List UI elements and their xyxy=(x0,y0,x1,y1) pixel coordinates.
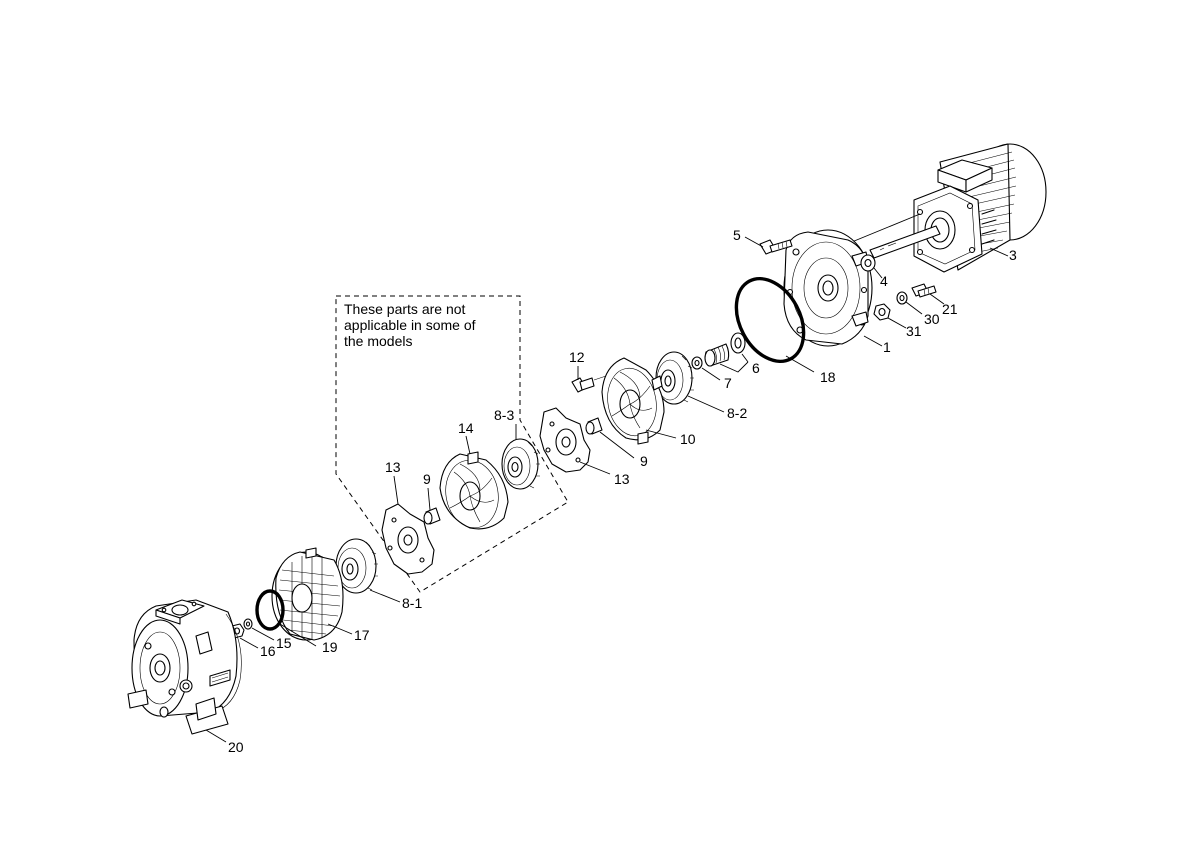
leader-9-right xyxy=(599,431,635,459)
leader-19 xyxy=(279,623,317,647)
guide-plate-icon xyxy=(381,503,435,575)
leader-14 xyxy=(465,435,471,455)
note-line-2: applicable in some of xyxy=(344,317,476,333)
callout-30: 30 xyxy=(924,311,940,327)
leader-17 xyxy=(327,623,353,635)
callout-17: 17 xyxy=(354,627,370,643)
note-line-1: These parts are not xyxy=(344,301,466,317)
washer-icon xyxy=(243,618,253,630)
leader-18 xyxy=(785,355,815,373)
callout-9-right: 9 xyxy=(640,453,648,469)
leader-9-left xyxy=(427,487,431,511)
leader-3 xyxy=(989,247,1009,257)
callout-9-left: 9 xyxy=(423,471,431,487)
callout-16: 16 xyxy=(260,643,276,659)
o-ring-icon xyxy=(255,589,285,631)
leader-21 xyxy=(929,293,945,305)
leader-5 xyxy=(744,236,764,248)
note-line-3: the models xyxy=(344,333,412,349)
optional-parts-boundary xyxy=(335,295,569,593)
callout-8-2: 8-2 xyxy=(727,405,747,421)
washer-icon xyxy=(860,254,876,272)
leader-6 xyxy=(719,353,749,373)
leader-13-left xyxy=(393,475,399,505)
leader-10 xyxy=(645,429,677,439)
callout-14: 14 xyxy=(458,420,474,436)
callout-31: 31 xyxy=(906,323,922,339)
callout-labels: 5 3 4 21 30 31 1 18 6 7 8-2 10 12 9 13 8… xyxy=(228,227,1017,755)
callout-13-right: 13 xyxy=(614,471,630,487)
callout-3: 3 xyxy=(1009,247,1017,263)
leader-lines xyxy=(205,236,1009,743)
callout-12: 12 xyxy=(569,349,585,365)
sleeve-icon xyxy=(423,507,441,525)
nut-icon xyxy=(873,303,891,321)
callout-1: 1 xyxy=(883,339,891,355)
callout-10: 10 xyxy=(680,431,696,447)
leader-31 xyxy=(887,317,907,329)
callout-19: 19 xyxy=(322,639,338,655)
callout-8-3: 8-3 xyxy=(494,407,514,423)
leader-1 xyxy=(863,335,883,347)
impeller-icon xyxy=(501,438,540,490)
callout-8-1: 8-1 xyxy=(402,595,422,611)
plug-icon xyxy=(571,375,607,393)
callout-15: 15 xyxy=(276,635,292,651)
leader-4 xyxy=(873,267,883,279)
guide-plate-icon xyxy=(539,407,591,473)
callout-6: 6 xyxy=(752,360,760,376)
drain-plug-icon xyxy=(911,283,937,298)
leader-8-1 xyxy=(369,589,401,603)
callout-13-left: 13 xyxy=(385,459,401,475)
bolt-icon xyxy=(759,239,793,255)
leader-30 xyxy=(905,301,923,315)
leader-7 xyxy=(701,367,721,381)
leader-20 xyxy=(205,729,227,743)
leader-13-right xyxy=(579,461,611,475)
leader-8-2 xyxy=(687,395,725,413)
callout-5: 5 xyxy=(733,227,741,243)
callout-18: 18 xyxy=(820,369,836,385)
pump-casing-icon xyxy=(127,599,242,735)
bracket-flange-icon xyxy=(783,229,873,347)
callout-20: 20 xyxy=(228,739,244,755)
motor-icon xyxy=(869,143,1047,273)
diffuser-icon xyxy=(271,547,344,641)
mechanical-seal-icon xyxy=(704,332,746,367)
washer-icon xyxy=(691,356,703,370)
diffuser-icon xyxy=(601,357,665,445)
washer-icon xyxy=(896,291,908,305)
leader-15 xyxy=(251,627,275,641)
impeller-icon xyxy=(655,351,694,405)
callout-4: 4 xyxy=(880,273,888,289)
callout-7: 7 xyxy=(724,375,732,391)
diffuser-icon xyxy=(439,451,509,530)
leader-16 xyxy=(239,637,259,649)
sleeve-icon xyxy=(585,417,603,435)
impeller-icon xyxy=(335,538,378,594)
assembly-line xyxy=(841,213,921,247)
callout-21: 21 xyxy=(942,301,958,317)
